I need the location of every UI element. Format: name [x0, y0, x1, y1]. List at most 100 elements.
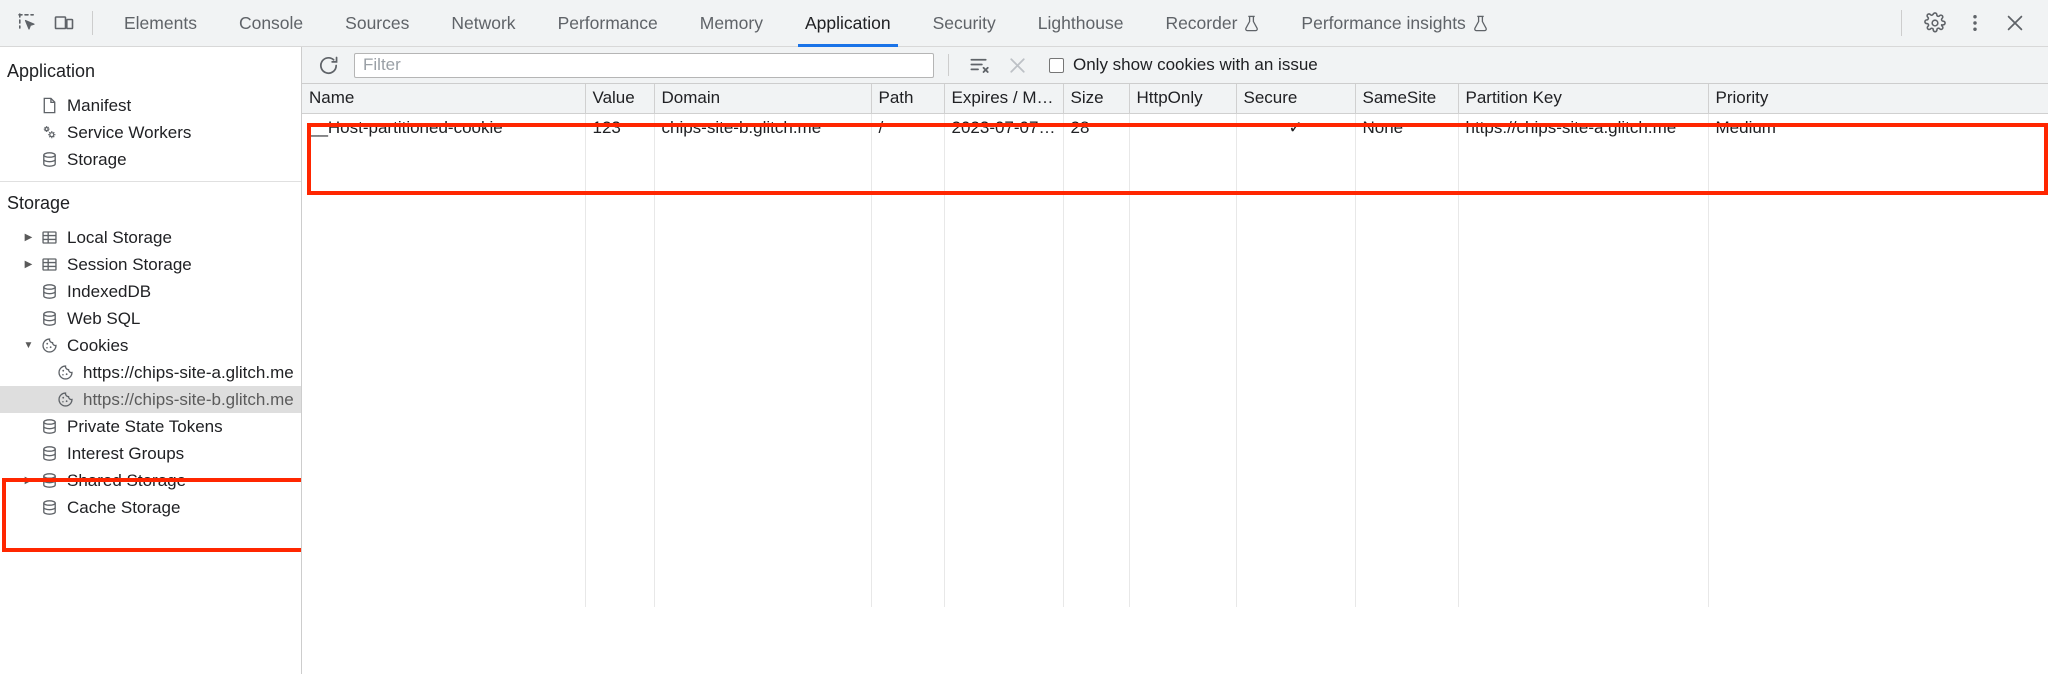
column-header-value[interactable]: Value	[585, 84, 655, 114]
clear-all-cookies-icon[interactable]	[1001, 50, 1033, 80]
tab-memory[interactable]: Memory	[679, 0, 784, 47]
sidebar-item-label: Storage	[67, 149, 127, 169]
cell-samesite[interactable]: None	[1355, 113, 1459, 143]
devtools-body: Application ▶ Manifest ▶ Service Workers	[0, 47, 2048, 674]
clear-filtered-cookies-icon[interactable]	[963, 50, 995, 80]
table-filler-row	[302, 259, 2048, 288]
table-filler-row	[302, 491, 2048, 520]
cell-name[interactable]: __Host-partitioned-cookie	[302, 113, 586, 143]
table-filler-row	[302, 230, 2048, 259]
sidebar-item-label: Session Storage	[67, 254, 192, 274]
tab-application[interactable]: Application	[784, 0, 912, 47]
flask-icon	[1473, 15, 1488, 32]
cookies-table: Name Value Domain Path Expires / M… Size…	[302, 84, 2048, 607]
chevron-down-icon[interactable]: ▼	[23, 340, 34, 351]
chevron-right-icon[interactable]: ▶	[24, 259, 33, 270]
column-header-secure[interactable]: Secure	[1236, 84, 1356, 114]
tab-lighthouse[interactable]: Lighthouse	[1017, 0, 1145, 47]
cell-value[interactable]: 123	[585, 113, 655, 143]
table-filler-row	[302, 346, 2048, 375]
cell-secure[interactable]: ✓	[1236, 113, 1356, 143]
column-header-name[interactable]: Name	[302, 84, 586, 114]
column-header-samesite[interactable]: SameSite	[1355, 84, 1459, 114]
sidebar-item-label: Cookies	[67, 335, 129, 355]
checkbox-box[interactable]	[1049, 57, 1064, 73]
sidebar-item-cookies[interactable]: ▼ Cookies	[0, 332, 301, 359]
cell-httponly[interactable]	[1129, 113, 1237, 143]
close-icon[interactable]	[1996, 5, 2034, 41]
sidebar-item-interest-groups[interactable]: ▶ Interest Groups	[0, 440, 301, 467]
sidebar-item-storage[interactable]: ▶ Storage	[0, 146, 301, 173]
chevron-right-icon[interactable]: ▶	[24, 232, 33, 243]
sidebar-section-storage-title: Storage	[7, 193, 71, 213]
table-icon	[37, 228, 62, 247]
table-filler-row	[302, 375, 2048, 404]
table-header-row: Name Value Domain Path Expires / M… Size…	[302, 84, 2048, 114]
sidebar-item-label: Private State Tokens	[67, 416, 223, 436]
sidebar-item-local-storage[interactable]: ▶ Local Storage	[0, 224, 301, 251]
cell-size[interactable]: 28	[1063, 113, 1130, 143]
cell-expires[interactable]: 2023-07-07…	[944, 113, 1064, 143]
table-filler-row	[302, 549, 2048, 578]
sidebar-item-cookies-chips-site-b[interactable]: ▶ https://chips-site-b.glitch.me	[0, 386, 301, 413]
tab-performance-insights[interactable]: Performance insights	[1280, 0, 1508, 47]
tab-sources[interactable]: Sources	[324, 0, 430, 47]
database-icon	[37, 417, 62, 436]
sidebar-item-cache-storage[interactable]: ▶ Cache Storage	[0, 494, 301, 521]
tab-network[interactable]: Network	[430, 0, 536, 47]
table-filler-row	[302, 172, 2048, 201]
cookie-icon	[53, 390, 78, 409]
column-header-priority[interactable]: Priority	[1708, 84, 2048, 114]
refresh-icon[interactable]	[312, 50, 344, 80]
toolbar-divider	[92, 11, 93, 35]
cookie-icon	[37, 336, 62, 355]
cell-partition-key[interactable]: https://chips-site-a.glitch.me	[1458, 113, 1709, 143]
filter-placeholder: Filter	[363, 55, 401, 74]
tab-label: Application	[804, 12, 891, 33]
kebab-menu-icon[interactable]	[1956, 5, 1994, 41]
column-header-partition-key[interactable]: Partition Key	[1458, 84, 1709, 114]
table-filler-row	[302, 404, 2048, 433]
only-show-issues-checkbox[interactable]: Only show cookies with an issue	[1049, 55, 1318, 75]
table-filler-row	[302, 578, 2048, 607]
sidebar-item-cookies-chips-site-a[interactable]: ▶ https://chips-site-a.glitch.me	[0, 359, 301, 386]
tab-label: Recorder	[1165, 12, 1238, 33]
tab-label: Performance	[557, 12, 658, 33]
gear-icon[interactable]	[1916, 5, 1954, 41]
tab-label: Memory	[699, 12, 763, 33]
chevron-right-icon[interactable]: ▶	[24, 475, 33, 486]
table-filler-row	[302, 143, 2048, 172]
sidebar-item-session-storage[interactable]: ▶ Session Storage	[0, 251, 301, 278]
cell-domain[interactable]: chips-site-b.glitch.me	[654, 113, 872, 143]
device-toolbar-icon[interactable]	[46, 6, 82, 40]
table-filler-row	[302, 201, 2048, 230]
tab-elements[interactable]: Elements	[103, 0, 218, 47]
sidebar-item-indexeddb[interactable]: ▶ IndexedDB	[0, 278, 301, 305]
cookies-filter-bar: Filter Only show cookies with an issue	[302, 47, 2048, 84]
sidebar-item-service-workers[interactable]: ▶ Service Workers	[0, 119, 301, 146]
cell-priority[interactable]: Medium	[1708, 113, 2048, 143]
sidebar-item-label: https://chips-site-b.glitch.me	[83, 389, 294, 409]
table-row[interactable]: __Host-partitioned-cookie 123 chips-site…	[302, 113, 2048, 143]
tab-recorder[interactable]: Recorder	[1144, 0, 1280, 47]
column-header-expires[interactable]: Expires / M…	[944, 84, 1064, 114]
column-header-path[interactable]: Path	[871, 84, 945, 114]
sidebar-item-web-sql[interactable]: ▶ Web SQL	[0, 305, 301, 332]
tab-performance[interactable]: Performance	[537, 0, 679, 47]
tab-security[interactable]: Security	[912, 0, 1017, 47]
only-show-issues-label: Only show cookies with an issue	[1073, 55, 1318, 74]
sidebar-item-shared-storage[interactable]: ▶ Shared Storage	[0, 467, 301, 494]
sidebar-item-manifest[interactable]: ▶ Manifest	[0, 92, 301, 119]
column-header-httponly[interactable]: HttpOnly	[1129, 84, 1237, 114]
table-filler-row	[302, 317, 2048, 346]
filter-input[interactable]: Filter	[354, 52, 934, 78]
sidebar-item-private-state-tokens[interactable]: ▶ Private State Tokens	[0, 413, 301, 440]
column-header-domain[interactable]: Domain	[654, 84, 872, 114]
inspect-element-icon[interactable]	[10, 6, 46, 40]
column-header-size[interactable]: Size	[1063, 84, 1130, 114]
table-filler-row	[302, 433, 2048, 462]
cell-path[interactable]: /	[871, 113, 945, 143]
tab-console[interactable]: Console	[218, 0, 324, 47]
table-body: __Host-partitioned-cookie 123 chips-site…	[302, 113, 2048, 607]
filter-divider	[948, 54, 949, 76]
